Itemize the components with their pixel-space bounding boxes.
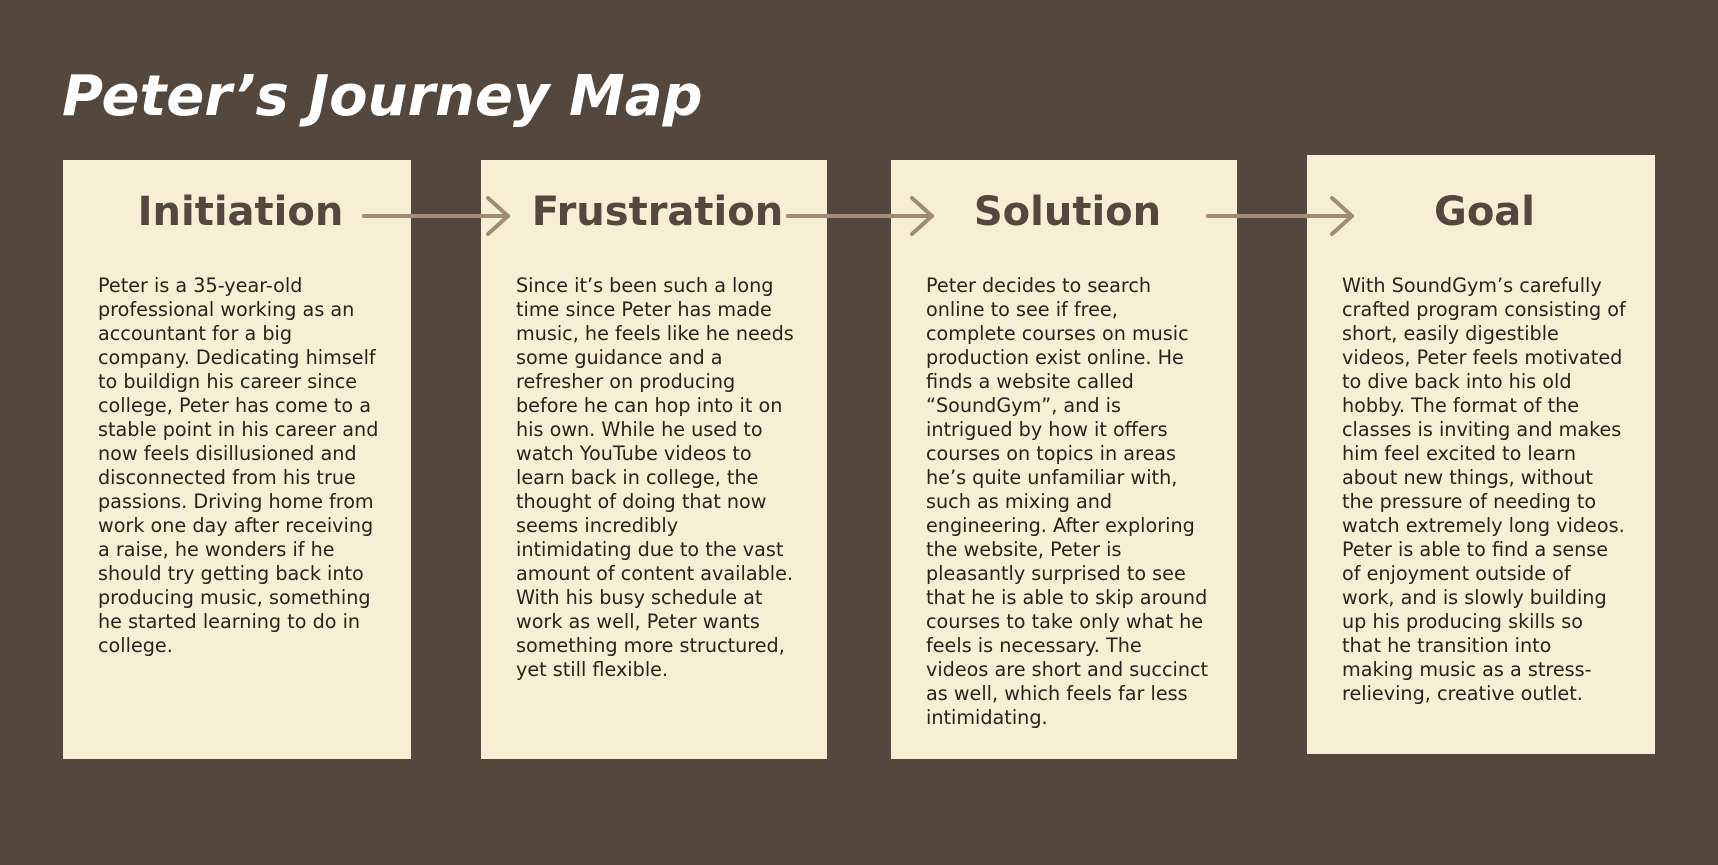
stage-title: Frustration <box>531 189 784 235</box>
stage-description: With SoundGym’s carefully crafted progra… <box>1342 274 1626 705</box>
stage-title: Goal <box>1433 189 1535 235</box>
stage-card-initiation: Initiation Peter is a 35-year-old profes… <box>63 160 411 759</box>
stage-title: Solution <box>973 189 1162 235</box>
stage-description: Peter decides to search online to see if… <box>926 274 1209 729</box>
stage-description: Peter is a 35-year-old professional work… <box>98 274 379 657</box>
stage-card-goal: Goal With SoundGym’s carefully crafted p… <box>1307 155 1655 754</box>
stage-description: Since it’s been such a long time since P… <box>516 274 794 681</box>
stage-card-solution: Solution Peter decides to search online … <box>891 160 1237 759</box>
arrow-right-icon <box>362 196 510 236</box>
page-title: Peter’s Journey Map <box>62 64 703 129</box>
stage-title: Initiation <box>137 189 344 235</box>
arrow-right-icon <box>786 196 934 236</box>
stage-card-frustration: Frustration Since it’s been such a long … <box>481 160 827 759</box>
arrow-right-icon <box>1206 196 1354 236</box>
